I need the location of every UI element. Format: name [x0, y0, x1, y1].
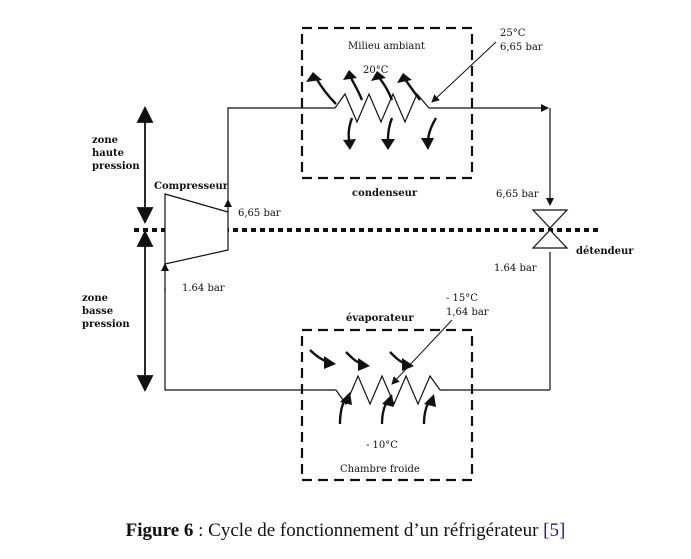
compressor-icon	[164, 193, 229, 265]
zone-basse-label-2: basse	[82, 306, 113, 317]
refrigeration-cycle-diagram: Milieu ambiant 20°C 25°C 6,65 bar conden…	[82, 26, 634, 482]
evaporator-coil	[335, 374, 441, 406]
figure-caption: Figure 6 : Cycle de fonctionnement d’un …	[0, 520, 691, 542]
zone-basse-arrow	[136, 229, 154, 393]
expansion-valve-icon	[531, 209, 569, 249]
compressor-inlet-pressure: 1.64 bar	[182, 283, 225, 294]
condenseur-label: condenseur	[352, 188, 418, 199]
valve-outlet-pressure: 1.64 bar	[494, 263, 537, 274]
cold-out-arrows	[338, 392, 436, 425]
zone-basse-label-3: pression	[82, 319, 130, 330]
figure-caption-ref[interactable]: [5]	[543, 520, 566, 541]
cold-room-temp-label: - 10°C	[366, 440, 398, 451]
ambient-temp-label: 20°C	[363, 65, 389, 76]
compresseur-label: Compresseur	[154, 181, 229, 192]
chambre-froide-label: Chambre froide	[340, 464, 420, 475]
detendeur-label: détendeur	[576, 246, 634, 257]
evaporator-box	[300, 328, 474, 482]
valve-inlet-pressure: 6,65 bar	[496, 189, 539, 200]
zone-haute-label-3: pression	[92, 161, 140, 172]
condenser-box	[300, 26, 474, 180]
evaporator-leader-line	[391, 319, 453, 385]
high-temp-label: 25°C	[500, 28, 526, 39]
milieu-ambiant-label: Milieu ambiant	[348, 41, 425, 52]
zone-haute-label-2: haute	[92, 148, 124, 159]
evaporateur-label: évaporateur	[346, 313, 414, 324]
condenser-leader-line	[431, 41, 497, 103]
figure-caption-text: : Cycle de fonctionnement d’un réfrigéra…	[193, 520, 544, 541]
compressor-outlet-pressure: 6,65 bar	[238, 208, 281, 219]
refrigerant-loop	[161, 92, 554, 406]
zone-basse-label-1: zone	[82, 293, 108, 304]
low-temp-label: - 15°C	[446, 293, 478, 304]
heat-out-arrows	[306, 70, 421, 105]
heat-in-arrows-evaporator	[309, 349, 414, 371]
zone-haute-label-1: zone	[92, 135, 118, 146]
figure-caption-label: Figure 6	[125, 520, 194, 541]
zone-haute-arrow	[136, 105, 154, 225]
heat-in-arrows-condenser	[343, 117, 438, 150]
low-pressure-label: 1,64 bar	[446, 307, 489, 318]
high-pressure-label: 6,65 bar	[500, 42, 543, 53]
condenser-coil	[334, 92, 437, 124]
